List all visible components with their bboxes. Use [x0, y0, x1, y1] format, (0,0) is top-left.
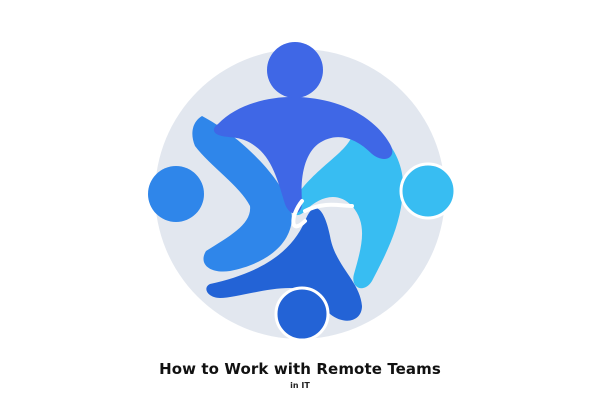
top-figure: [213, 42, 393, 214]
page-title: How to Work with Remote Teams: [159, 360, 441, 378]
bottom-head-ring: [274, 286, 330, 342]
right-head-ring: [399, 162, 457, 220]
figure-separators: [291, 199, 354, 229]
left-figure: [148, 116, 292, 272]
page-subtitle: in IT: [290, 381, 310, 390]
right-figure: [292, 114, 455, 289]
bottom-figure: [206, 208, 362, 340]
teamwork-circle-icon: [148, 42, 457, 342]
